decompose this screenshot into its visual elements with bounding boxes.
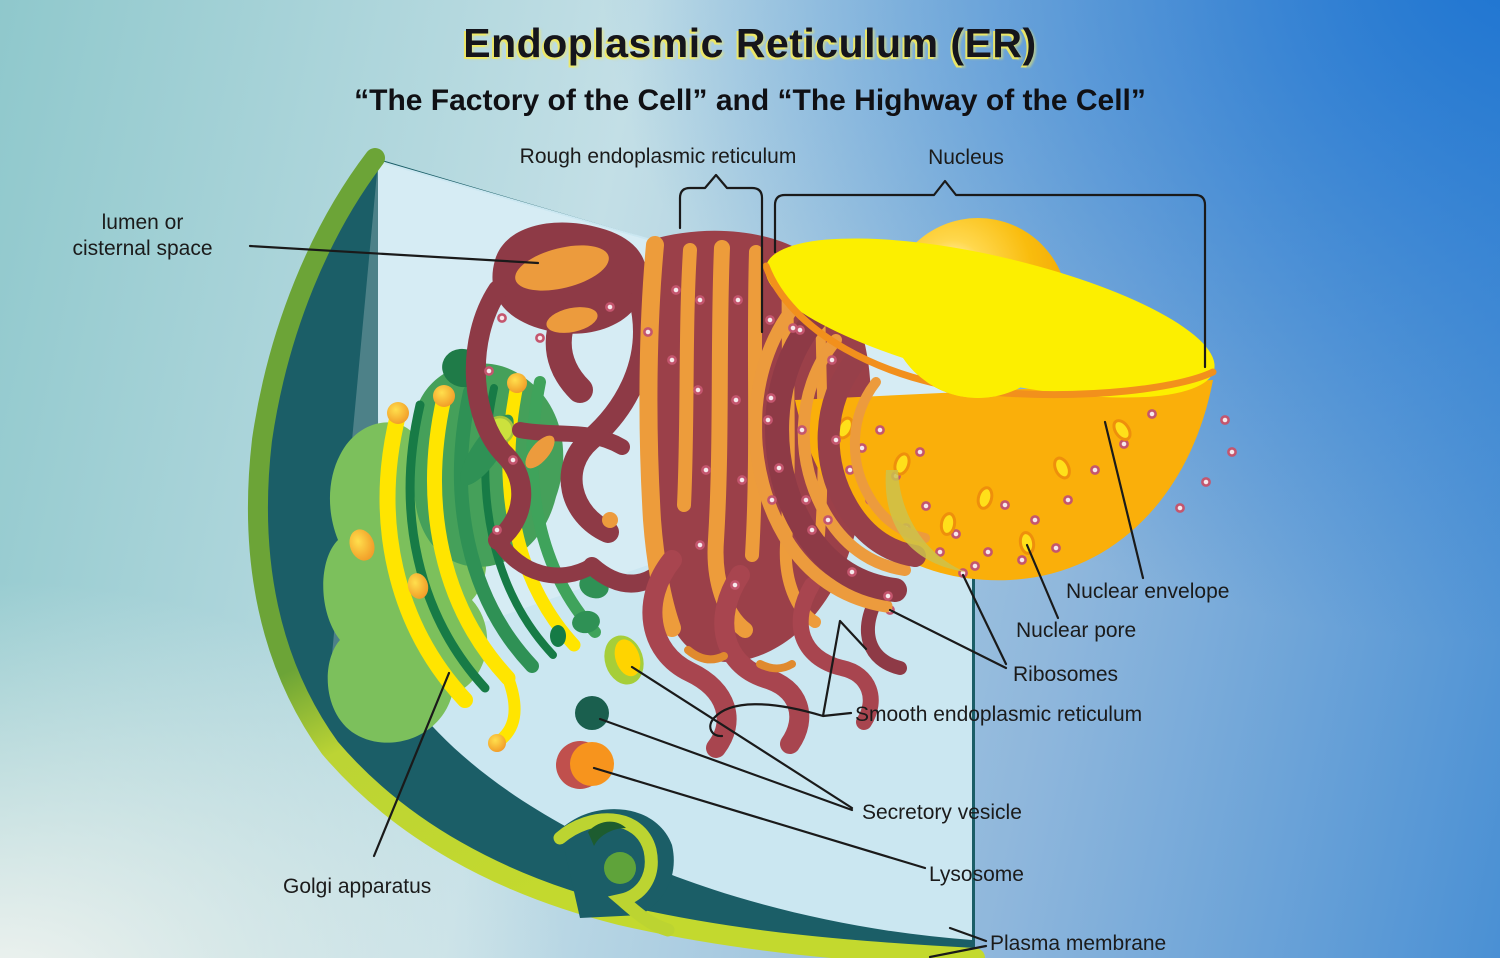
plasma-membrane-leader bbox=[928, 926, 988, 958]
golgi-tip bbox=[407, 573, 429, 599]
membrane-invagination bbox=[553, 809, 675, 937]
page-subtitle: “The Factory of the Cell” and “The Highw… bbox=[354, 84, 1146, 117]
label-lysosome: Lysosome bbox=[929, 863, 1024, 886]
er-lumen bbox=[602, 512, 618, 528]
label-ribosomes: Ribosomes bbox=[1013, 663, 1119, 686]
nucleus-disc bbox=[765, 238, 1215, 398]
label-plasma-membrane: Plasma membrane bbox=[990, 932, 1167, 955]
label-nuclear-envelope: Nuclear envelope bbox=[1066, 580, 1230, 603]
nuclear-pore-leader bbox=[1025, 543, 1060, 620]
label-lumen: lumen or cisternal space bbox=[40, 210, 245, 263]
smooth-er bbox=[642, 550, 907, 758]
label-smooth-er: Smooth endoplasmic reticulum bbox=[855, 703, 1143, 726]
nucleolus-cover bbox=[888, 322, 1068, 398]
label-golgi: Golgi apparatus bbox=[283, 875, 432, 898]
golgi-tip bbox=[507, 373, 527, 393]
secretory-vesicle-dark bbox=[575, 696, 609, 730]
label-lumen-line1: lumen or bbox=[101, 211, 184, 234]
label-nucleus: Nucleus bbox=[928, 146, 1004, 169]
lysosome bbox=[556, 741, 614, 789]
label-lumen-line2: cisternal space bbox=[72, 237, 213, 261]
golgi-tip bbox=[387, 402, 409, 424]
golgi-tip bbox=[488, 734, 506, 752]
olive-crescent bbox=[885, 470, 966, 572]
rough-er-bracket bbox=[678, 173, 764, 334]
plasma-membrane-band bbox=[247, 148, 985, 958]
secretory-vesicle-leader bbox=[598, 665, 854, 812]
vesicles bbox=[556, 635, 644, 789]
lumen-leader bbox=[248, 244, 540, 265]
golgi-tip bbox=[349, 529, 375, 561]
golgi-tip bbox=[433, 385, 455, 407]
er-lumen bbox=[546, 307, 598, 333]
transport-vesicle bbox=[572, 610, 600, 634]
er-lumen bbox=[525, 435, 555, 469]
lysosome-leader bbox=[592, 766, 927, 870]
transport-vesicle bbox=[550, 625, 566, 647]
smooth-er-leader bbox=[709, 619, 868, 738]
page-title: Endoplasmic Reticulum (ER) bbox=[463, 20, 1037, 66]
ribosomes-leader bbox=[888, 573, 1008, 670]
leader-lines bbox=[248, 173, 1207, 958]
label-nuclear-pore: Nuclear pore bbox=[1016, 619, 1137, 642]
nucleus-bracket bbox=[773, 179, 1207, 369]
golgi-leader bbox=[372, 671, 451, 858]
er-lumen bbox=[515, 245, 609, 291]
invagination-accent bbox=[588, 821, 626, 846]
nuclear-envelope-leader bbox=[1103, 420, 1145, 580]
label-rough-er: Rough endoplasmic reticulum bbox=[519, 145, 797, 168]
label-secretory-vesicle: Secretory vesicle bbox=[862, 801, 1022, 824]
golgi-apparatus bbox=[323, 348, 609, 752]
